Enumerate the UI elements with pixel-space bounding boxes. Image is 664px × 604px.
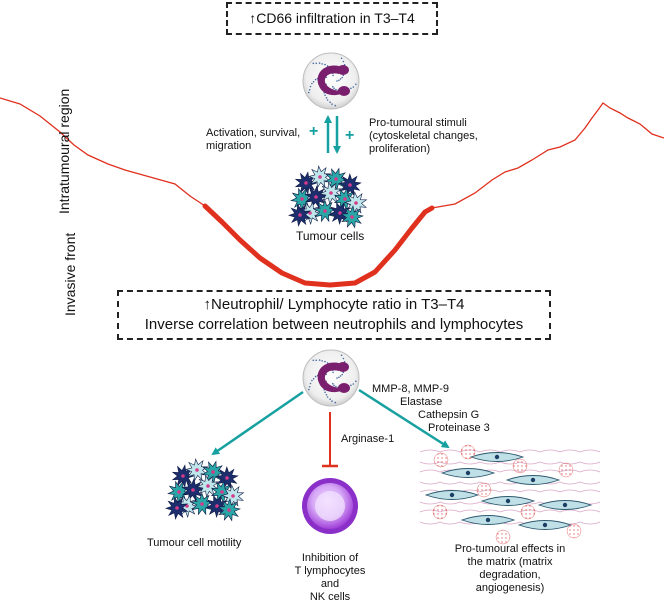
matrix-line-2: the matrix (matrix [467,556,553,568]
neutrophil-bottom [302,349,360,407]
tumour-cell-cluster-top [288,165,368,229]
neutrophil-lymphocyte-box: ↑Neutrophil/ Lymphocyte ratio in T3–T4 I… [117,290,551,340]
tissue-boundary-line-right [431,102,664,209]
inhibition-arrow [322,412,338,468]
inhibition-line-2: T lymphocytes and [294,565,366,590]
nlr-ratio-text: Neutrophil/ Lymphocyte ratio in T3–T4 [211,296,465,313]
enzyme-mmp: MMP-8, MMP-9 [372,383,449,395]
tissue-boundary-line [0,97,206,207]
matrix-effects-label: Pro-tumoural effects in the matrix (matr… [440,543,580,595]
arrow-to-matrix [358,388,450,449]
inhibition-line-1: Inhibition of [301,552,359,564]
enzymes-label: MMP-8, MMP-9 Elastase Cathepsin G Protei… [372,383,490,435]
tumour-cell-cluster-bottom [165,458,245,522]
enzyme-proteinase: Proteinase 3 [428,422,490,434]
enzyme-elastase: Elastase [400,396,443,408]
plus-sign-left: + [309,123,319,140]
arrow-to-tumour-motility [211,390,304,456]
intratumoural-region-label: Intratumoural region [56,88,72,214]
arginase-label: Arginase-1 [341,433,395,445]
pro-tumoural-stimuli-label: Pro-tumoural stimuli (cytoskeletal chang… [369,117,478,155]
invasive-front-line [202,203,435,288]
tumour-cells-label: Tumour cells [296,229,365,243]
tumour-cell-motility-label: Tumour cell motility [147,537,242,549]
neutrophil-top [302,52,360,110]
increase-arrow-icon: ↑ [203,296,212,313]
plus-sign-right: + [345,127,355,144]
invasive-front-label: Invasive front [62,232,78,316]
increase-arrow-icon: ↑ [249,10,257,26]
matrix-line-4: angiogenesis) [475,582,545,594]
inhibition-line-3: NK cells [309,591,351,603]
enzyme-cathepsin: Cathepsin G [418,409,480,421]
inverse-correlation-text: Inverse correlation between neutrophils … [144,316,524,333]
matrix-line-1: Pro-tumoural effects in [454,543,566,555]
lymphocyte-cell [302,478,358,534]
activation-label: Activation, survival, migration [206,127,301,152]
extracellular-matrix [419,444,601,545]
inhibition-label: Inhibition of T lymphocytes and NK cells [285,552,375,604]
cd66-infiltration-box: ↑CD66 infiltration in T3–T4 [226,2,438,35]
matrix-line-3: degradation, [479,569,541,581]
cd66-infiltration-text: CD66 infiltration in T3–T4 [256,10,415,26]
